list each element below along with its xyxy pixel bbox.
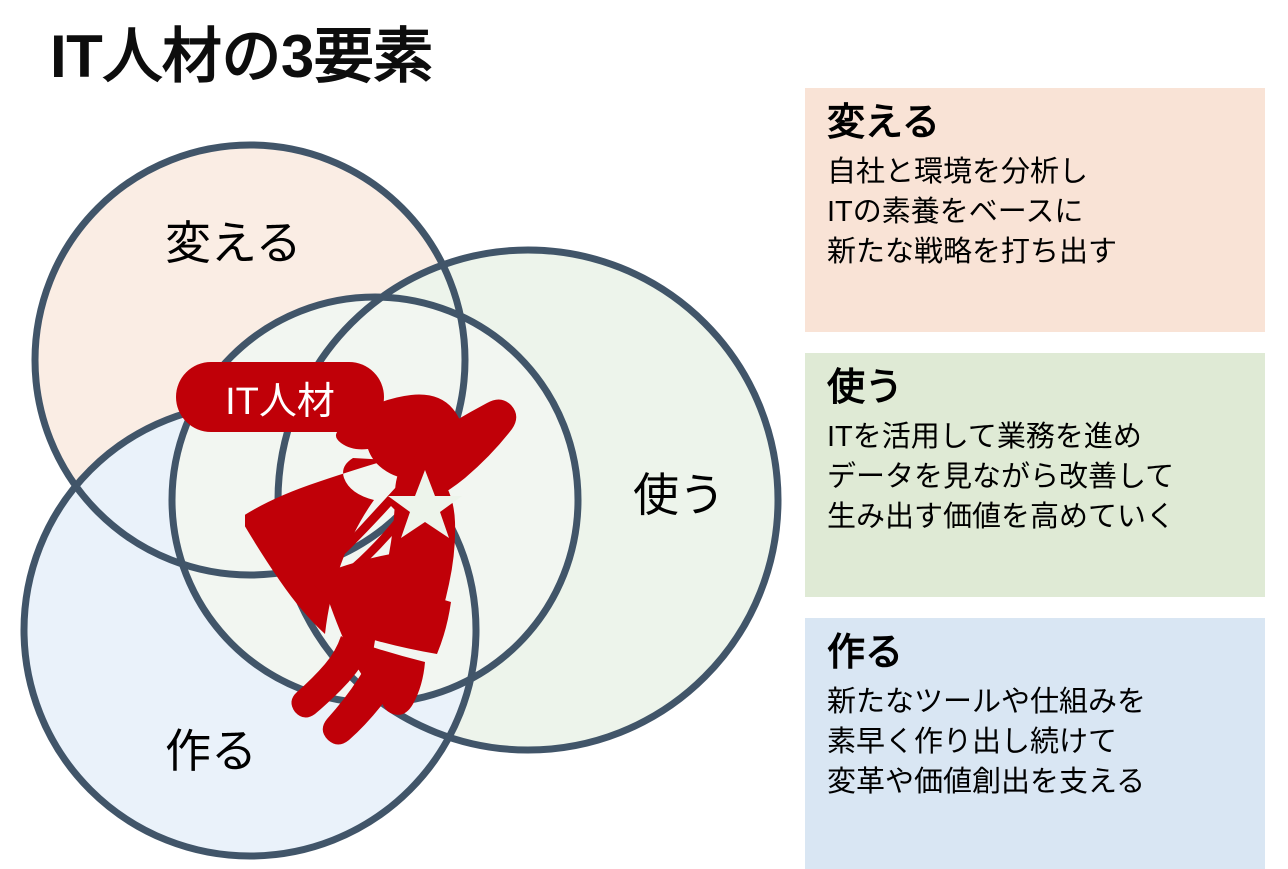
info-panel-tsukau-line-2: データを見ながら改善して <box>827 460 1175 493</box>
info-panel-kaeru-line-1: 自社と環境を分析し <box>827 155 1089 188</box>
info-panel-tsukuru-body: 新たなツールや仕組みを 素早く作り出し続けて 変革や価値創出を支える <box>827 682 1265 802</box>
it-talent-badge-label: IT人材 <box>225 380 335 423</box>
info-panel-tsukau-body: ITを活用して業務を進め データを見ながら改善して 生み出す価値を高めていく <box>827 417 1265 537</box>
info-panel-tsukuru-line-3: 変革や価値創出を支える <box>827 765 1146 798</box>
info-panel-kaeru-body: 自社と環境を分析し ITの素養をベースに 新たな戦略を打ち出す <box>827 152 1265 272</box>
venn-label-tsukuru: 作る <box>165 725 257 777</box>
venn-circle-outline-kaeru <box>31 141 469 579</box>
info-panel-kaeru[interactable]: 変える 自社と環境を分析し ITの素養をベースに 新たな戦略を打ち出す <box>805 88 1265 332</box>
info-panel-tsukau[interactable]: 使う ITを活用して業務を進め データを見ながら改善して 生み出す価値を高めてい… <box>805 353 1265 597</box>
page-title: IT人材の3要素 <box>50 23 433 90</box>
info-panel-kaeru-heading: 変える <box>827 102 940 144</box>
info-panel-tsukau-line-3: 生み出す価値を高めていく <box>827 500 1176 533</box>
venn-label-kaeru: 変える <box>165 217 302 269</box>
superhero-flying-icon <box>245 378 545 748</box>
info-panel-stack: 変える 自社と環境を分析し ITの素養をベースに 新たな戦略を打ち出す 使う I… <box>805 88 1265 869</box>
info-panel-tsukuru-heading: 作る <box>827 632 904 674</box>
info-panel-kaeru-line-3: 新たな戦略を打ち出す <box>827 235 1118 268</box>
info-panel-tsukau-line-1: ITを活用して業務を進め <box>827 420 1142 453</box>
info-panel-tsukuru-line-1: 新たなツールや仕組みを <box>827 685 1147 718</box>
info-panel-kaeru-line-2: ITの素養をベースに <box>827 195 1084 228</box>
info-panel-tsukuru[interactable]: 作る 新たなツールや仕組みを 素早く作り出し続けて 変革や価値創出を支える <box>805 618 1265 869</box>
venn-label-tsukau: 使う <box>633 469 725 521</box>
venn-diagram: 変える 使う 作る <box>0 110 810 869</box>
info-panel-tsukuru-line-2: 素早く作り出し続けて <box>827 725 1118 758</box>
it-talent-badge: IT人材 <box>176 362 384 432</box>
info-panel-tsukau-heading: 使う <box>827 367 904 409</box>
